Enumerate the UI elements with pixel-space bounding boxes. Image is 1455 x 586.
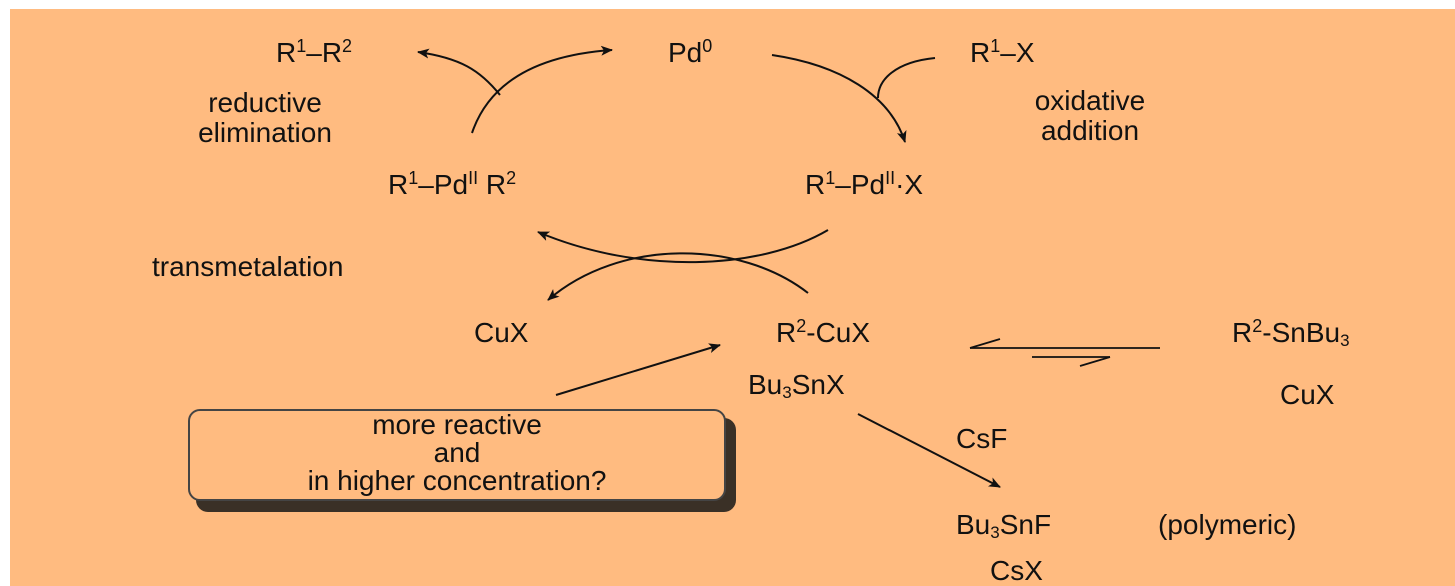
arrow-note-to-r2cux xyxy=(555,343,721,396)
species-r1-x: R1–X xyxy=(970,36,1035,68)
arrow-equilibrium-forward-barb xyxy=(969,338,1001,349)
arrow-transmetal-to-cux xyxy=(547,252,809,301)
species-r2-cux: R2-CuX xyxy=(776,316,871,348)
label-polymeric: (polymeric) xyxy=(1158,509,1297,540)
arrow-csf xyxy=(857,413,1001,488)
arrow-reductive-to-product xyxy=(417,48,501,96)
species-r1-pd-r2: R1–PdII R2 xyxy=(388,168,517,200)
note-line-3: in higher concentration? xyxy=(307,465,607,496)
arrow-pd0-to-oxidative xyxy=(771,54,907,143)
species-cux-right: CuX xyxy=(1280,379,1335,410)
species-r1-r2: R1–R2 xyxy=(276,36,353,68)
species-pd0: Pd0 xyxy=(668,36,713,68)
note-line-1: more reactive xyxy=(372,409,542,440)
species-bu3snx: Bu3SnX xyxy=(748,369,845,402)
label-reductive-elimination: reductive elimination xyxy=(198,87,332,148)
species-csx: CsX xyxy=(990,555,1043,586)
note-line-2: and xyxy=(433,437,481,468)
arrow-transmetal-to-r1pdr2 xyxy=(537,229,829,264)
species-bu3snf: Bu3SnF xyxy=(956,509,1052,542)
arrow-equilibrium-back-barb xyxy=(1079,356,1111,367)
arrow-r1x-in xyxy=(877,57,936,99)
label-oxidative-addition: oxidative addition xyxy=(1034,85,1146,146)
arrow-reductive-to-pd0 xyxy=(471,45,613,134)
label-transmetalation: transmetalation xyxy=(152,251,344,282)
species-r2-snbu3: R2-SnBu3 xyxy=(1232,316,1350,350)
note-box: more reactive and in higher concentratio… xyxy=(188,409,726,501)
species-r1-pd-x: R1–PdII·X xyxy=(805,168,924,200)
reagent-csf: CsF xyxy=(956,423,1008,454)
species-cux-left: CuX xyxy=(474,317,529,348)
